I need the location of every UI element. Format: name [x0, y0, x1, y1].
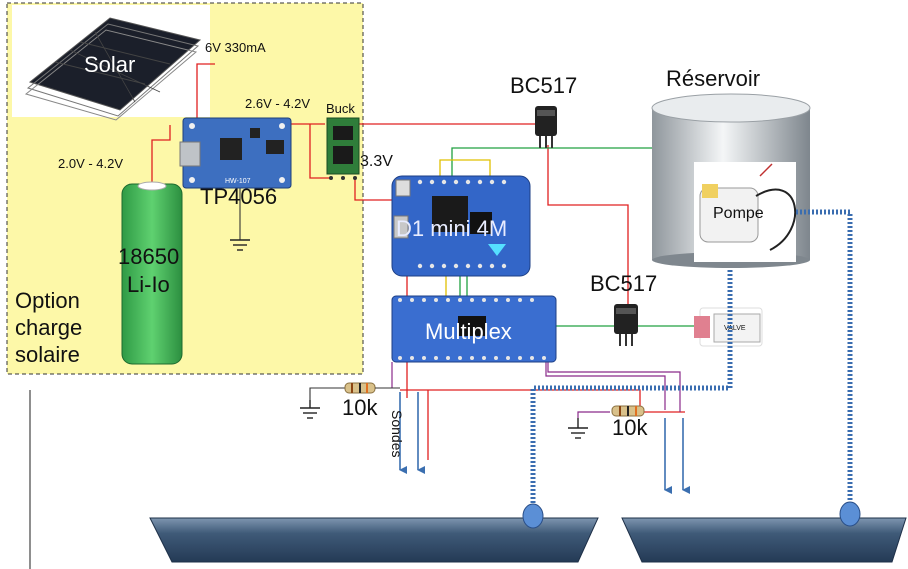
- buck-voltage-range-label: 2.6V - 4.2V: [245, 96, 310, 111]
- battery-label-2: Li-Io: [127, 272, 170, 297]
- probes-label: Sondes: [389, 410, 405, 457]
- battery-18650: 18650 Li-Io: [118, 181, 183, 365]
- solar-spec-label: 6V 330mA: [205, 40, 266, 55]
- reservoir-label: Réservoir: [666, 66, 760, 91]
- transistor-middle-label: BC517: [590, 271, 657, 296]
- d1-mini-label: D1 mini 4M: [396, 216, 507, 241]
- voltage-out-label: 3.3V: [360, 153, 393, 170]
- multiplexer-label: Multiplex: [425, 319, 512, 344]
- black-wires: [29, 188, 345, 569]
- transistor-top: [535, 106, 557, 148]
- pump: [694, 162, 797, 262]
- ground-symbol-charger: [230, 239, 250, 251]
- ground-symbol-right: [568, 418, 588, 439]
- tray-right: [621, 501, 907, 563]
- tp4056-module: HW-107: [179, 117, 292, 189]
- battery-label-1: 18650: [118, 244, 179, 269]
- purple-wires: [391, 362, 681, 418]
- tp4056-small-label: HW-107: [225, 178, 251, 185]
- tray-left: [149, 503, 599, 563]
- resistor-left-label: 10k: [342, 395, 378, 420]
- resistor-left: [344, 382, 400, 394]
- option-label-3: solaire: [15, 342, 80, 367]
- buck-label: Buck: [326, 101, 355, 116]
- battery-voltage-label: 2.0V - 4.2V: [58, 156, 123, 171]
- pump-label: Pompe: [713, 205, 764, 222]
- solar-label: Solar: [84, 52, 135, 77]
- multiplexer-board: [391, 295, 557, 363]
- ground-symbol-left: [300, 400, 320, 419]
- d1-mini-board: [391, 175, 531, 277]
- water-pipes: [530, 209, 853, 512]
- buck-converter: [326, 117, 360, 180]
- valve-label: VALVE: [724, 325, 746, 332]
- tp4056-label: TP4056: [200, 184, 277, 209]
- option-label-2: charge: [15, 315, 82, 340]
- resistor-right: [611, 405, 645, 417]
- probe-lines: [399, 392, 690, 494]
- option-label-1: Option: [15, 288, 80, 313]
- transistor-middle: [614, 304, 638, 346]
- resistor-right-label: 10k: [612, 415, 648, 440]
- solar-panel: Solar: [12, 5, 210, 121]
- transistor-top-label: BC517: [510, 73, 577, 98]
